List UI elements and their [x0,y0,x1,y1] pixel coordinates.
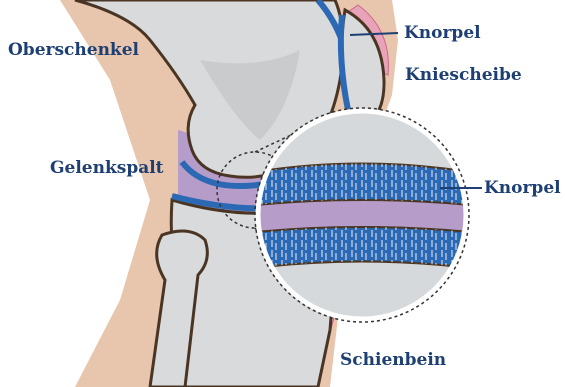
label-kniescheibe: Kniescheibe [405,65,522,85]
label-schienbein: Schienbein [340,350,446,370]
label-knorpel-top: Knorpel [404,23,481,43]
label-oberschenkel: Oberschenkel [8,40,139,60]
label-gelenkspalt: Gelenkspalt [50,158,164,178]
label-knorpel-zoom: Knorpel [484,178,561,198]
